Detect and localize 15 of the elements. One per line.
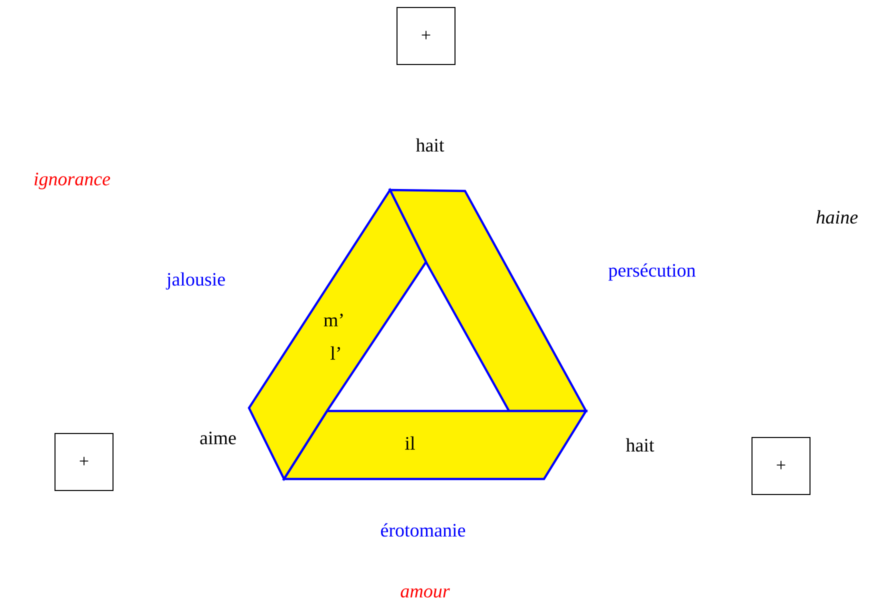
plus-box: + — [54, 432, 114, 491]
word-label: hait — [416, 138, 444, 152]
word-label: ignorance — [34, 172, 110, 190]
word-label: érotomanie — [381, 523, 466, 537]
word-label: persécution — [608, 263, 696, 281]
word-label: haine — [816, 210, 858, 224]
word-label: il — [405, 436, 415, 450]
word-label: aime — [200, 432, 236, 444]
word-label: l’ — [330, 346, 340, 360]
word-label: jalousie — [166, 272, 225, 290]
word-label: hait — [626, 438, 654, 452]
plus-box: + — [752, 436, 810, 495]
word-label: m’ — [324, 314, 343, 326]
word-label: amour — [400, 588, 450, 598]
plus-box: + — [396, 7, 456, 65]
